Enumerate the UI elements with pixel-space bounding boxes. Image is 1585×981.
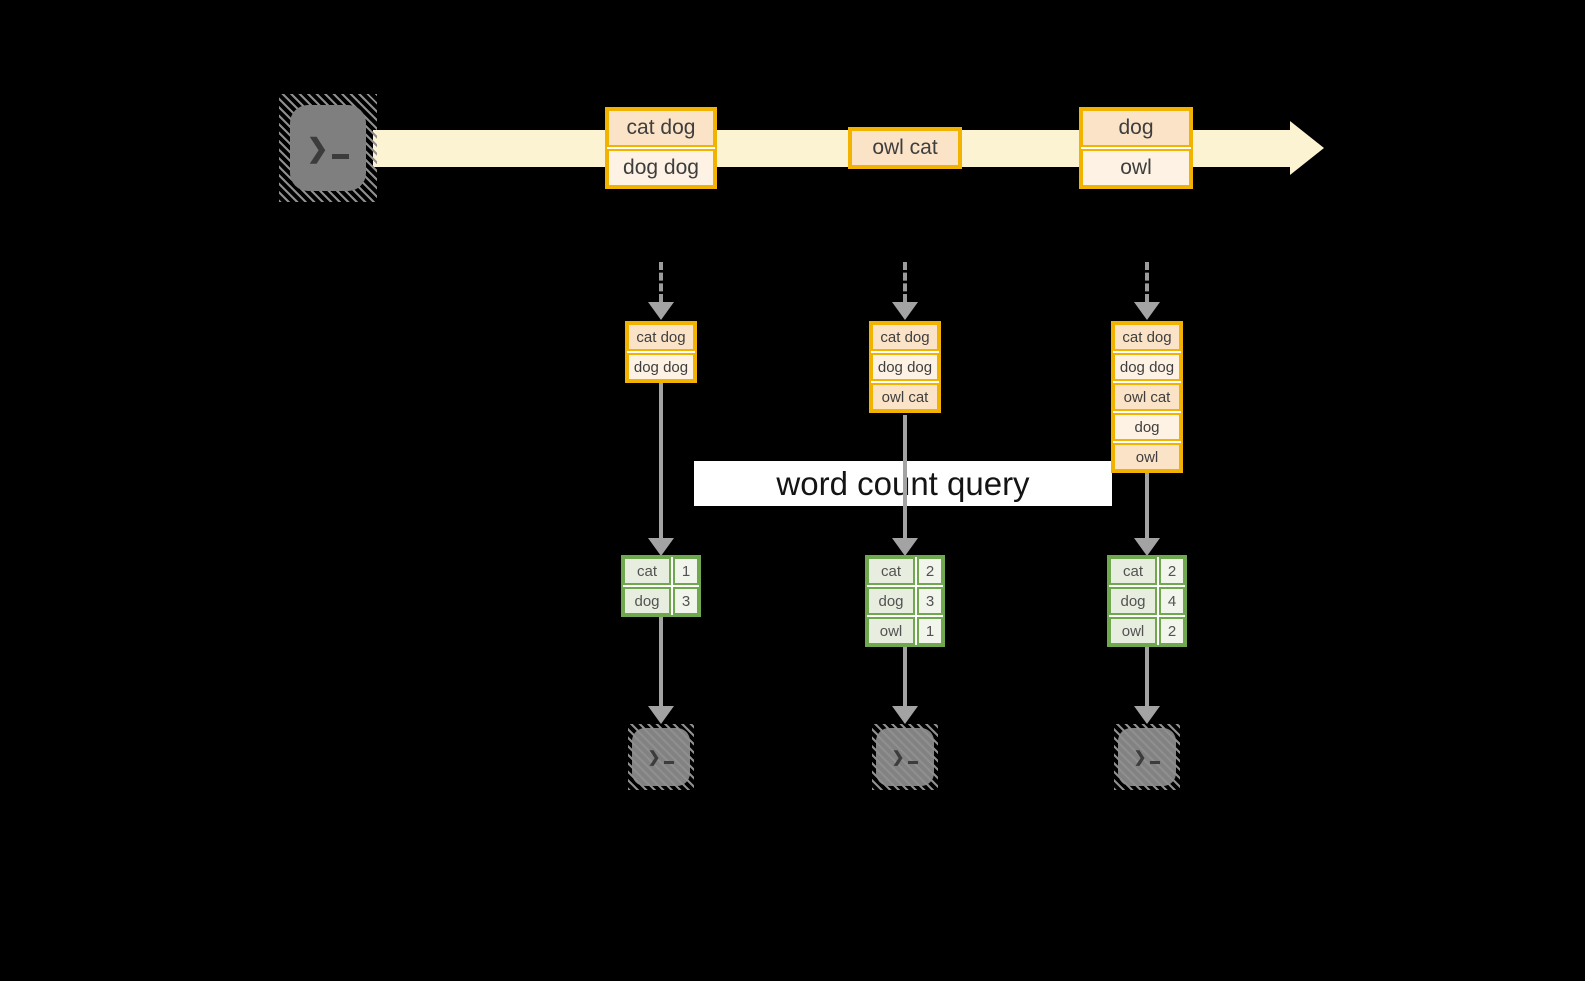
dashed-arrow-icon bbox=[892, 262, 918, 320]
count-cell: 2 bbox=[1159, 557, 1185, 585]
prompt-underscore-icon bbox=[332, 153, 350, 159]
count-cell: 3 bbox=[917, 587, 943, 615]
arrow-shaft bbox=[659, 381, 663, 538]
sink-arrow-icon bbox=[892, 645, 918, 724]
word-cell: dog bbox=[623, 587, 671, 615]
table-row: cat 2 bbox=[867, 557, 943, 585]
stream-record: cat dog bbox=[607, 109, 715, 147]
input-record: owl cat bbox=[871, 383, 939, 411]
table-row: cat 2 bbox=[1109, 557, 1185, 585]
arrowhead-icon bbox=[1134, 302, 1160, 320]
word-cell: dog bbox=[867, 587, 915, 615]
arrowhead-icon bbox=[648, 302, 674, 320]
prompt-chevron-icon: ❯ bbox=[306, 132, 329, 163]
table-row: dog 4 bbox=[1109, 587, 1185, 615]
stream-batch-1: cat dog dog dog bbox=[605, 107, 717, 189]
word-cell: cat bbox=[1109, 557, 1157, 585]
input-record: dog bbox=[1113, 413, 1181, 441]
arrowhead-icon bbox=[892, 706, 918, 724]
input-record: cat dog bbox=[627, 323, 695, 351]
arrowhead-icon bbox=[648, 706, 674, 724]
arrow-shaft bbox=[1145, 471, 1149, 538]
accumulated-input-2: cat dog dog dog owl cat bbox=[869, 321, 941, 413]
arrow-shaft bbox=[659, 617, 663, 706]
terminal-sink-icon: ❯ bbox=[1114, 724, 1180, 790]
stream-arrowhead-icon bbox=[1290, 121, 1324, 175]
input-record: dog dog bbox=[627, 353, 695, 381]
arrow-shaft bbox=[903, 415, 907, 538]
terminal-screen: ❯ bbox=[1118, 728, 1176, 786]
sink-arrow-icon bbox=[1134, 645, 1160, 724]
stream-batch-2: owl cat bbox=[848, 127, 962, 169]
count-table-3: cat 2 dog 4 owl 2 bbox=[1107, 555, 1187, 647]
stream-record: owl bbox=[1081, 149, 1191, 187]
arrowhead-icon bbox=[892, 538, 918, 556]
input-record: cat dog bbox=[871, 323, 939, 351]
arrow-shaft bbox=[1145, 645, 1149, 706]
accumulated-input-3: cat dog dog dog owl cat dog owl bbox=[1111, 321, 1183, 473]
prompt-chevron-icon: ❯ bbox=[891, 749, 905, 766]
terminal-sink-icon: ❯ bbox=[628, 724, 694, 790]
count-cell: 2 bbox=[917, 557, 943, 585]
stream-record: dog dog bbox=[607, 149, 715, 187]
prompt-chevron-icon: ❯ bbox=[647, 749, 661, 766]
query-arrow-icon bbox=[648, 381, 674, 556]
word-cell: dog bbox=[1109, 587, 1157, 615]
dashed-arrow-shaft bbox=[1145, 262, 1149, 302]
count-cell: 4 bbox=[1159, 587, 1185, 615]
terminal-screen: ❯ bbox=[632, 728, 690, 786]
stream-batch-3: dog owl bbox=[1079, 107, 1193, 189]
table-row: owl 2 bbox=[1109, 617, 1185, 645]
terminal-sink-icon: ❯ bbox=[872, 724, 938, 790]
dashed-arrow-shaft bbox=[659, 262, 663, 302]
dashed-arrow-shaft bbox=[903, 262, 907, 302]
dashed-arrow-icon bbox=[648, 262, 674, 320]
input-record: owl cat bbox=[1113, 383, 1181, 411]
sink-arrow-icon bbox=[648, 617, 674, 724]
count-table-2: cat 2 dog 3 owl 1 bbox=[865, 555, 945, 647]
count-cell: 2 bbox=[1159, 617, 1185, 645]
input-record: owl bbox=[1113, 443, 1181, 471]
arrowhead-icon bbox=[1134, 706, 1160, 724]
input-record: dog dog bbox=[1113, 353, 1181, 381]
arrowhead-icon bbox=[1134, 538, 1160, 556]
dashed-arrow-icon bbox=[1134, 262, 1160, 320]
input-record: dog dog bbox=[871, 353, 939, 381]
count-cell: 1 bbox=[673, 557, 699, 585]
terminal-screen: ❯ bbox=[876, 728, 934, 786]
arrowhead-icon bbox=[648, 538, 674, 556]
table-row: dog 3 bbox=[867, 587, 943, 615]
accumulated-input-1: cat dog dog dog bbox=[625, 321, 697, 383]
table-row: dog 3 bbox=[623, 587, 699, 615]
count-table-1: cat 1 dog 3 bbox=[621, 555, 701, 617]
word-cell: cat bbox=[623, 557, 671, 585]
query-arrow-icon bbox=[1134, 471, 1160, 556]
terminal-screen: ❯ bbox=[290, 105, 366, 191]
count-cell: 1 bbox=[917, 617, 943, 645]
prompt-underscore-icon bbox=[664, 760, 675, 764]
arrowhead-icon bbox=[892, 302, 918, 320]
terminal-source-icon: ❯ bbox=[279, 94, 377, 202]
prompt-underscore-icon bbox=[908, 760, 919, 764]
stream-record: dog bbox=[1081, 109, 1191, 147]
input-record: cat dog bbox=[1113, 323, 1181, 351]
prompt-chevron-icon: ❯ bbox=[1133, 749, 1147, 766]
query-arrow-icon bbox=[892, 415, 918, 556]
word-cell: cat bbox=[867, 557, 915, 585]
stream-record: owl cat bbox=[850, 129, 960, 167]
prompt-underscore-icon bbox=[1150, 760, 1161, 764]
word-cell: owl bbox=[867, 617, 915, 645]
arrow-shaft bbox=[903, 645, 907, 706]
table-row: cat 1 bbox=[623, 557, 699, 585]
word-cell: owl bbox=[1109, 617, 1157, 645]
count-cell: 3 bbox=[673, 587, 699, 615]
table-row: owl 1 bbox=[867, 617, 943, 645]
